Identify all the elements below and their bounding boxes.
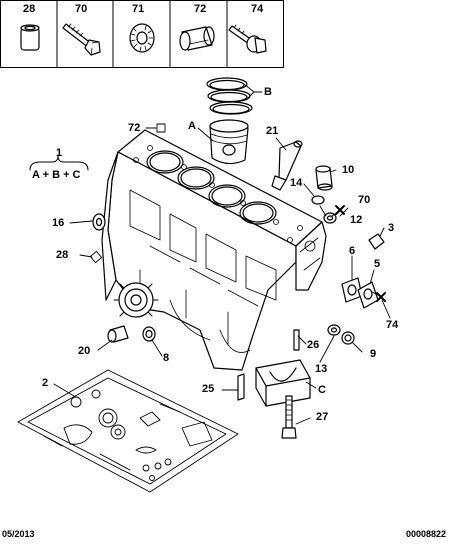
plug-9 [341,331,355,345]
flanged-bolt-icon [228,24,267,54]
callout-28: 28 [56,249,69,261]
callout-A: A [188,120,196,132]
callout-2: 2 [42,377,49,389]
header-parts-table [0,0,284,68]
callout-box-72 [156,123,166,133]
group-brace [29,155,89,171]
plug [368,233,385,250]
callout-C: C [318,384,326,396]
gasket-set [17,369,239,493]
callout-13: 13 [315,363,328,375]
callout-25: 25 [202,383,215,395]
callout-3: 3 [388,222,395,234]
seal-ring [311,195,325,205]
callout-B: B [264,86,272,98]
callout-9: 9 [370,348,377,360]
callout-1: 1 [56,147,63,159]
leader-lines [53,83,391,425]
bolt-27 [281,395,297,439]
header-part-number: 71 [132,3,145,15]
callout-10: 10 [342,164,355,176]
bolt-icon [62,23,101,56]
footer-date: 05/2013 [2,529,35,539]
callout-74: 74 [386,319,399,331]
seal-16 [92,213,106,231]
callout-14: 14 [290,177,303,189]
piston [209,119,249,165]
plug-cap [315,165,333,191]
washer-13 [327,324,341,336]
callout-70: 70 [358,194,371,206]
lock-washer-icon [129,23,155,53]
callout-72: 72 [128,122,141,134]
bearing-cap [255,359,311,407]
header-part-number: 70 [75,3,88,15]
header-part-number: 72 [194,3,207,15]
callout-20: 20 [78,345,91,357]
front-flange [113,282,159,318]
piston-rings [206,77,253,115]
callout-6: 6 [349,245,356,257]
callout-8: 8 [163,352,170,364]
header-part-number: 74 [251,3,264,15]
callout-5: 5 [374,258,381,270]
callout-16: 16 [52,217,65,229]
cover-5 [357,281,379,309]
callout-21: 21 [266,125,279,137]
cross-marks [335,205,386,302]
callout-12: 12 [350,214,363,226]
pin-25 [237,373,245,401]
sleeve-20 [107,325,129,343]
cylinder-bores [146,150,277,225]
callout-27: 27 [316,411,329,423]
callout-26: 26 [307,339,320,351]
header-part-number: 28 [23,3,36,15]
pin-26 [293,329,300,351]
oil-jet [271,140,303,191]
block-details [129,145,321,353]
footer-code: 00008822 [405,529,446,539]
dowel-28 [89,250,103,264]
callout-formula: A + B + C [32,169,81,181]
sleeve-dowel-icon [20,24,40,51]
bushing-8 [142,326,156,342]
split-bushing-icon [179,26,215,51]
